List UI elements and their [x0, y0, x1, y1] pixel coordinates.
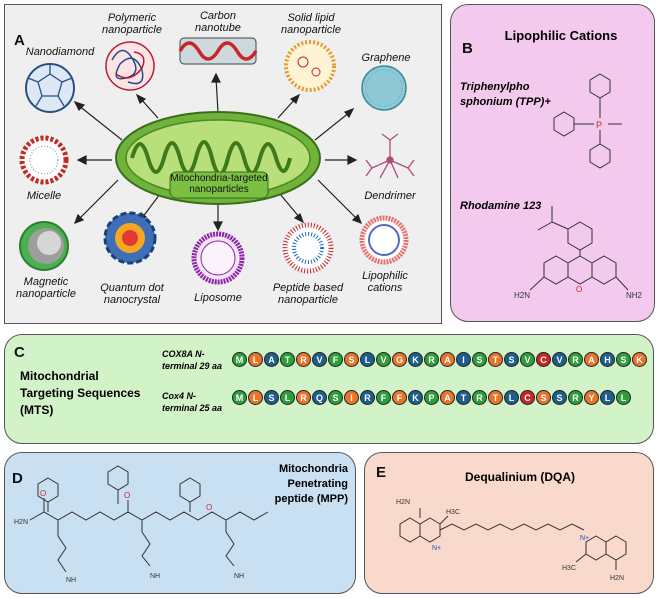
seq2-residue: S [536, 390, 551, 405]
seq2-residue: R [296, 390, 311, 405]
center-label: Mitochondria-targeted nanoparticles [170, 173, 268, 195]
seq1-residue: S [344, 352, 359, 367]
seq2-residue: R [568, 390, 583, 405]
panel-b [450, 4, 655, 322]
seq2-residue: S [328, 390, 343, 405]
panel-b-letter: B [462, 40, 473, 57]
panel-c-letter: C [14, 344, 25, 361]
seq2-residue: P [424, 390, 439, 405]
panel-b-title: Lipophilic Cations [504, 28, 618, 43]
seq2-residue: L [248, 390, 263, 405]
seq2-residue: F [376, 390, 391, 405]
seq2-residue: M [232, 390, 247, 405]
peptide-label: Peptide based nanoparticle [272, 282, 344, 306]
magnetic-label: Magnetic nanoparticle [16, 276, 76, 300]
panel-d-letter: D [12, 470, 23, 487]
seq1-residue: S [472, 352, 487, 367]
seq1-residue: A [440, 352, 455, 367]
quantum-label: Quantum dot nanocrystal [100, 282, 164, 306]
seq1-residue: C [536, 352, 551, 367]
seq2-residue: L [616, 390, 631, 405]
lipophilic-label: Lipophilic cations [362, 270, 408, 294]
seq2-residue: L [600, 390, 615, 405]
seq1-residue: F [328, 352, 343, 367]
seq2-residue: T [488, 390, 503, 405]
seq1-residue: H [600, 352, 615, 367]
seq2-residue: T [456, 390, 471, 405]
carbon-label: Carbon nanotube [195, 10, 241, 34]
seq2-residue: Y [584, 390, 599, 405]
dqa-title: Dequalinium (DQA) [465, 470, 575, 484]
seq1-residue: M [232, 352, 247, 367]
seq1-residue: S [616, 352, 631, 367]
seq1-residue: V [312, 352, 327, 367]
seq2-residue: I [344, 390, 359, 405]
nanodiamond-label: Nanodiamond [25, 46, 95, 58]
mts-title: Mitochondrial Targeting Sequences (MTS) [20, 369, 141, 417]
seq1-residue: T [280, 352, 295, 367]
seq1-residue: A [264, 352, 279, 367]
seq2-residue: S [264, 390, 279, 405]
liposome-label: Liposome [194, 292, 242, 304]
seq2-residue: R [472, 390, 487, 405]
seq1-residue: R [424, 352, 439, 367]
seq2-residue: R [360, 390, 375, 405]
tpp-label: Triphenylpho sphonium (TPP)+ [460, 81, 551, 108]
micelle-label: Micelle [26, 190, 62, 202]
seq1-residue: V [376, 352, 391, 367]
seq2-residue: S [552, 390, 567, 405]
seq2-residue: L [504, 390, 519, 405]
mpp-title: Mitochondria Penetrating peptide (MPP) [274, 463, 348, 505]
graphene-label: Graphene [361, 52, 411, 64]
seq1-name: COX8A N-terminal 29 aa [162, 349, 223, 371]
seq1-residue: T [488, 352, 503, 367]
solid-lipid-label: Solid lipid nanoparticle [281, 12, 341, 36]
polymeric-label: Polymeric nanoparticle [102, 12, 162, 36]
panel-a-letter: A [14, 32, 25, 49]
rhodamine-label: Rhodamine 123 [460, 200, 542, 212]
seq1-residue: G [392, 352, 407, 367]
seq1-residue: R [296, 352, 311, 367]
seq1-residue: K [632, 352, 647, 367]
seq1-residue: V [552, 352, 567, 367]
seq1-residue: S [504, 352, 519, 367]
seq1-residue: A [584, 352, 599, 367]
seq1-residue: R [568, 352, 583, 367]
seq1-residue: I [456, 352, 471, 367]
seq2-residue: K [408, 390, 423, 405]
seq1-residue: V [520, 352, 535, 367]
seq2-residue: F [392, 390, 407, 405]
seq2-residue: Q [312, 390, 327, 405]
seq2-residue: C [520, 390, 535, 405]
seq2-name: Cox4 N-terminal 25 aa [162, 391, 223, 413]
seq1-residue: L [360, 352, 375, 367]
seq1-residue: K [408, 352, 423, 367]
seq2-residue: A [440, 390, 455, 405]
seq2-residue: L [280, 390, 295, 405]
panel-e-letter: E [376, 464, 387, 481]
dendrimer-label: Dendrimer [364, 190, 416, 202]
seq1-residue: L [248, 352, 263, 367]
